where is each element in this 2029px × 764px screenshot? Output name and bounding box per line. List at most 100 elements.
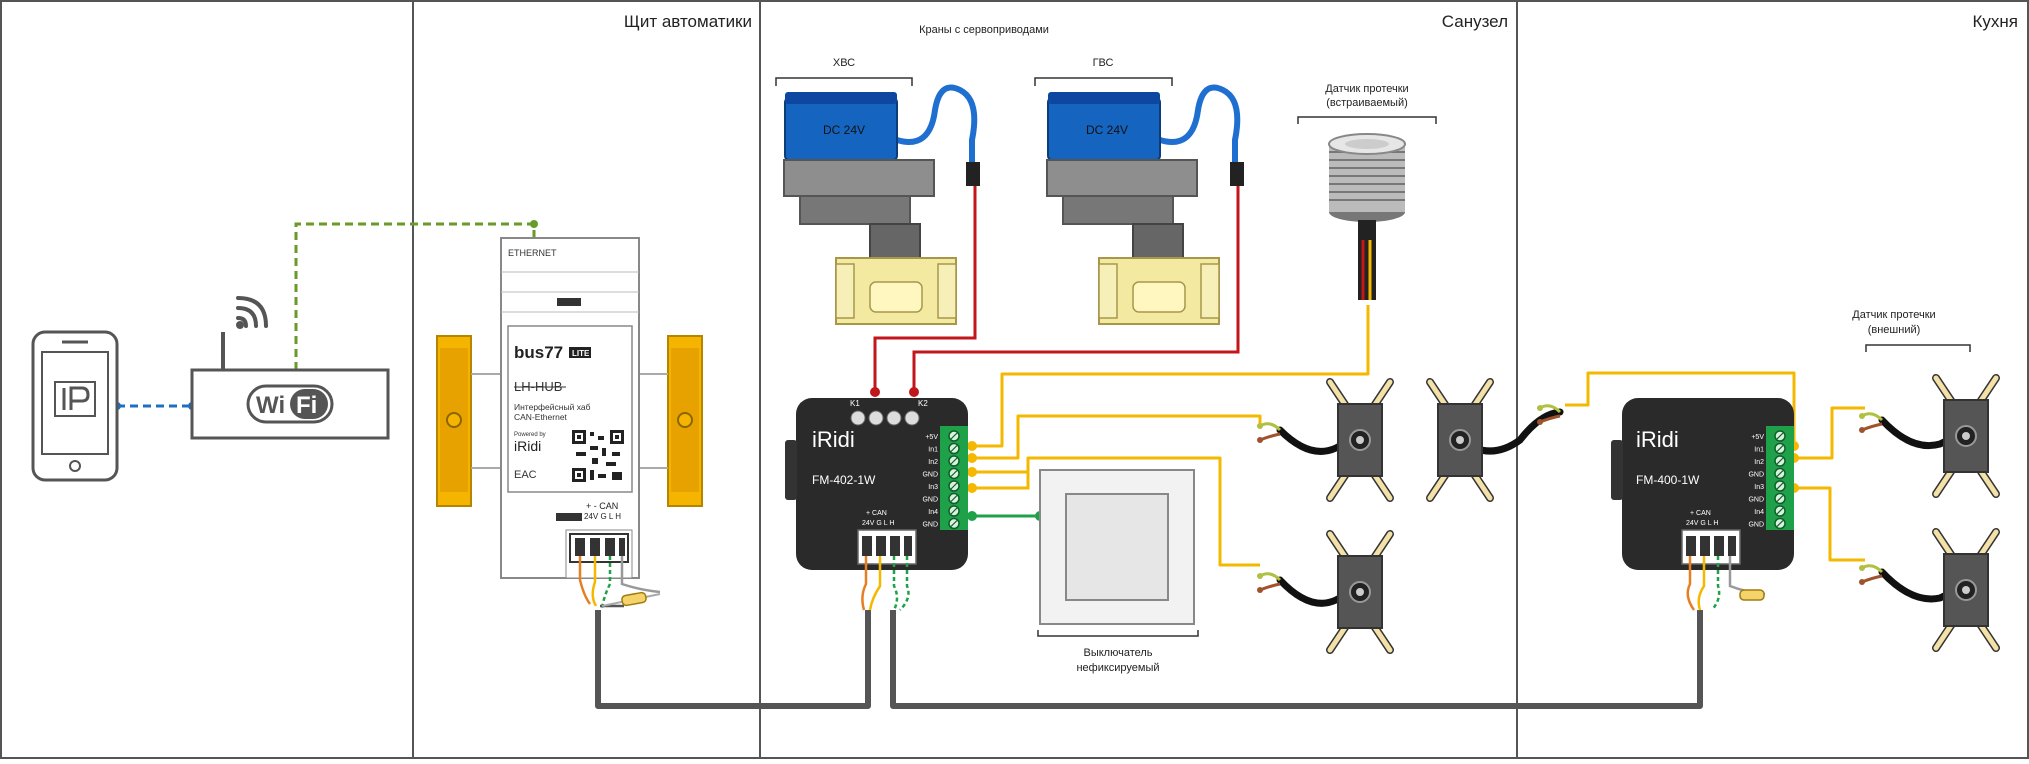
valve-cold-voltage: DC 24V <box>823 123 865 137</box>
fm400-model: FM-400-1W <box>1636 473 1700 487</box>
valves-group-label: Краны с сервоприводами <box>919 24 1049 36</box>
probe-leg-tip <box>1933 621 1955 651</box>
kitchen-wire-in1 <box>1565 371 1796 446</box>
fm402-term-bottom: 24V G L H <box>862 520 894 527</box>
fm400-screw-slot <box>1776 445 1784 452</box>
cold-label: ХВС <box>833 57 855 69</box>
fm400-screw-slot <box>1776 457 1784 465</box>
fm402-k2: K2 <box>918 399 928 408</box>
probe-leg-tip <box>1977 621 1999 651</box>
zone-title-shield: Щит автоматики <box>624 12 752 31</box>
valve-hot-terminal <box>909 387 919 397</box>
probe-wire-end <box>1859 427 1865 433</box>
leak-probe <box>1859 374 2000 498</box>
sensor-wire-in1 <box>972 414 1262 460</box>
probe-leg-tip <box>1471 471 1493 501</box>
probe-leg-tip <box>1371 531 1393 561</box>
probe-leg-tip <box>1327 379 1349 409</box>
fm402-screw-slot <box>950 445 958 452</box>
fm400-terminator <box>1739 589 1765 601</box>
fm400-pin-label: GND <box>1748 522 1764 529</box>
hub-brand-badge: LITE <box>572 349 590 358</box>
svg-text:Fi: Fi <box>296 392 317 419</box>
leak-probe <box>1426 378 1564 502</box>
hub-term-bottom: 24V G L H <box>584 512 621 521</box>
fm402-pin-label: GND <box>922 522 938 529</box>
fm402-screw-slot <box>950 482 958 490</box>
in3b-terminal <box>967 483 977 493</box>
svg-text:Wi: Wi <box>256 392 285 419</box>
cold-bracket <box>775 77 913 86</box>
fm402-pin-label: GND <box>922 472 938 479</box>
ethernet-label: ETHERNET <box>508 248 557 258</box>
fm402-pin-label: +5V <box>925 434 938 441</box>
fm402-pin-label: GND <box>922 497 938 504</box>
lh-hub: ETHERNET bus77 LITE LH-HUB Интерфейсный … <box>500 237 640 579</box>
probe-leg-tip <box>1371 623 1393 653</box>
fm400-screw-slot <box>1776 432 1784 440</box>
probe-leg-tip <box>1977 529 1999 559</box>
probe-wire-end <box>1859 579 1865 585</box>
probe-pin <box>1962 432 1970 440</box>
can-bus-cable <box>595 610 1703 709</box>
signal-icon <box>236 296 268 329</box>
fm402-pin-label: In2 <box>928 459 938 466</box>
fm400-pin-label: GND <box>1748 472 1764 479</box>
switch-caption-line1: Выключатель <box>1083 647 1152 659</box>
hub-powered-brand: iRidi <box>514 438 541 454</box>
fm402-screw-slot <box>950 457 958 465</box>
probe-leg-tip <box>1977 375 1999 405</box>
probe-wire-brown <box>1861 574 1883 584</box>
probe-wire-end <box>1257 423 1263 429</box>
valve-hot-wire <box>912 185 1240 392</box>
probe-wire-end <box>1257 437 1263 443</box>
hub-desc1: Интерфейсный хаб <box>514 402 591 412</box>
builtin-sensor-wire <box>972 305 1370 448</box>
switch-bracket <box>1037 630 1199 637</box>
hub-brand: bus77 <box>514 343 563 362</box>
probe-wire-end <box>1859 565 1865 571</box>
probe-wire-green <box>1861 564 1884 574</box>
probe-pin <box>1456 436 1464 444</box>
sensor-wire-in2 <box>972 456 1260 567</box>
fm402-screw-slot <box>950 520 958 527</box>
terminator-resistor <box>601 591 661 607</box>
fm402-term-top: + CAN <box>866 510 887 517</box>
iridi-app-icon <box>54 381 96 417</box>
probe-leg-tip <box>1371 471 1393 501</box>
sensor-external-line1: Датчик протечки <box>1852 309 1935 321</box>
probe-pin <box>1356 436 1364 444</box>
fm400-pin-label: In4 <box>1754 509 1764 516</box>
kitchen-wire-in2 <box>1794 406 1865 460</box>
probe-wire-green <box>1259 572 1282 582</box>
in1-terminal <box>967 441 977 451</box>
sensor-external-bracket <box>1865 344 1971 352</box>
fm402-terminal-screws <box>948 430 960 530</box>
hub-powered-by: Powered by <box>514 432 546 438</box>
switch-caption-line2: нефиксируемый <box>1076 662 1159 674</box>
sensor-builtin-line2: (встраиваемый) <box>1326 97 1408 109</box>
probe-wire-end <box>1257 587 1263 593</box>
leak-probe <box>1257 530 1394 654</box>
sensor-builtin-bracket <box>1297 116 1437 124</box>
fm400-term-bottom: 24V G L H <box>1686 520 1718 527</box>
fm400-pin-label: In2 <box>1754 459 1764 466</box>
fm402-pin-label: In3 <box>928 484 938 491</box>
hub-term-top: + - CAN <box>586 501 618 511</box>
probe-wire-green <box>1861 412 1884 422</box>
probe-wire-end <box>1257 573 1263 579</box>
hub-cert: EAC <box>514 469 537 481</box>
fm400-term-top: + CAN <box>1690 510 1711 517</box>
zone-title-bathroom: Санузел <box>1442 12 1508 31</box>
probe-leg-tip <box>1933 467 1955 497</box>
fm400-pin-label: In3 <box>1754 484 1764 491</box>
valve-cold-wire <box>873 185 977 392</box>
probe-leg-tip <box>1427 471 1449 501</box>
wifi-router: Wi Fi <box>190 296 390 440</box>
sensor-external-line2: (внешний) <box>1868 324 1921 336</box>
probe-pin <box>1356 588 1364 596</box>
din-rail-left <box>436 335 472 507</box>
leak-probe <box>1859 528 2000 652</box>
